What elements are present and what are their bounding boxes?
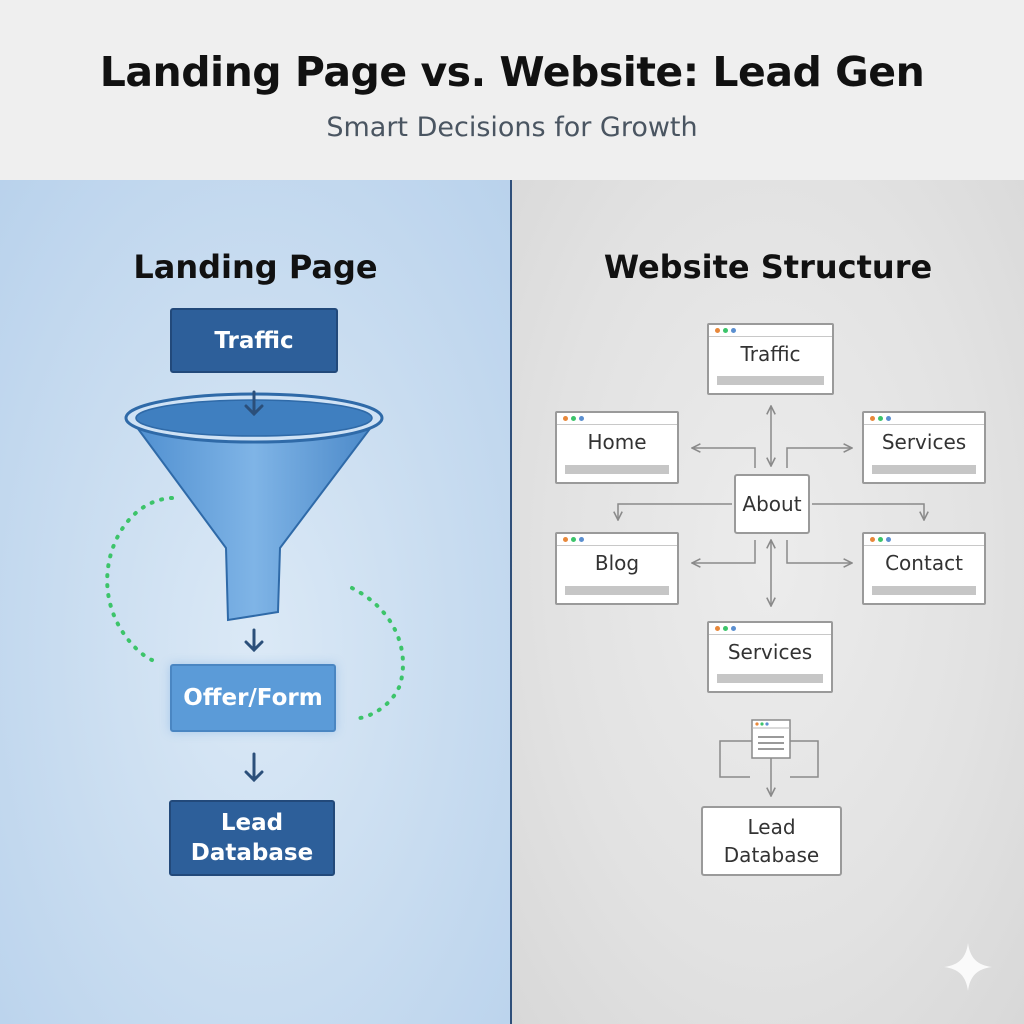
header bbox=[0, 0, 1024, 180]
connector-about-blog-top bbox=[618, 503, 732, 520]
website-page-label: Contact bbox=[885, 551, 963, 575]
sparkle-icon bbox=[944, 943, 992, 991]
connector-form-left bbox=[719, 740, 752, 778]
page-subtitle: Smart Decisions for Growth bbox=[326, 112, 698, 143]
website-lead-database-box: Lead Database bbox=[701, 806, 842, 876]
connector-services-about bbox=[786, 448, 852, 468]
panel-divider bbox=[510, 180, 512, 1024]
website-page-label: Traffic bbox=[740, 342, 801, 366]
website-page-label: Blog bbox=[594, 551, 640, 575]
website-structure-title: Website Structure bbox=[603, 248, 933, 286]
connector-form-right bbox=[790, 740, 819, 778]
website-page-blog: Blog bbox=[555, 532, 679, 605]
arrow-traffic-to-funnel bbox=[244, 390, 264, 417]
arrow-offer-to-lead bbox=[244, 752, 264, 783]
lead-database-box: Lead Database bbox=[169, 800, 335, 876]
offer-form-box: Offer/Form bbox=[170, 664, 336, 732]
website-page-traffic: Traffic bbox=[707, 323, 834, 395]
connector-about-blog bbox=[692, 540, 756, 563]
website-page-about: About bbox=[734, 474, 810, 534]
traffic-box: Traffic bbox=[170, 308, 338, 373]
connector-about-contact-top bbox=[812, 503, 924, 520]
dotted-flow-right bbox=[350, 586, 405, 720]
website-page-services-bottom: Services bbox=[707, 621, 833, 693]
connector-home-about bbox=[692, 448, 756, 468]
connector-about-contact bbox=[786, 540, 852, 563]
website-page-label: Services bbox=[881, 430, 967, 454]
website-page-contact: Contact bbox=[862, 532, 986, 605]
website-page-label: Services bbox=[727, 640, 813, 664]
dotted-flow-left bbox=[105, 496, 174, 662]
arrow-funnel-to-offer bbox=[244, 628, 264, 653]
landing-page-title: Landing Page bbox=[133, 248, 378, 286]
page-title: Landing Page vs. Website: Lead Gen bbox=[99, 48, 925, 96]
website-page-label: Home bbox=[587, 430, 647, 454]
website-page-home: Home bbox=[555, 411, 679, 484]
website-page-services-right: Services bbox=[862, 411, 986, 484]
form-icon bbox=[751, 719, 791, 759]
